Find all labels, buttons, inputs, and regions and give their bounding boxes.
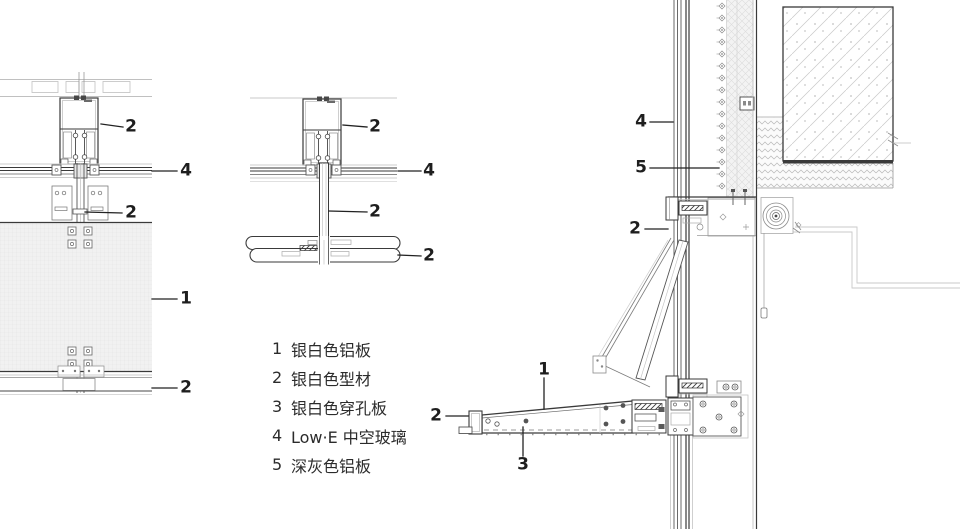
canopy-fin — [458, 394, 749, 439]
callout-mid-member: 2 — [369, 201, 381, 222]
middle-louver-tubes — [245, 235, 401, 265]
insulation-layer — [716, 0, 755, 197]
left-detail-section — [0, 72, 152, 395]
left-mullion-profile — [59, 94, 99, 165]
anchor-symbols — [716, 2, 726, 190]
legend-item-2: 2 银白色型材 — [272, 363, 407, 392]
callout-right-fin-top: 1 — [538, 359, 550, 380]
fin-end-cap — [458, 410, 483, 435]
legend-item-label: 银白色铝板 — [291, 340, 372, 360]
callout-right-dark-panel: 5 — [635, 157, 647, 178]
callout-left-glazing: 4 — [180, 160, 192, 181]
pull-cord — [760, 233, 768, 319]
callout-mid-louver: 2 — [423, 245, 435, 266]
wall-face-line — [752, 0, 758, 529]
legend-item-label: 深灰色铝板 — [291, 456, 372, 476]
callout-right-glass: 4 — [635, 111, 647, 132]
callout-left-profile-top: 2 — [125, 116, 137, 137]
legend-item-1: 1 银白色铝板 — [272, 334, 407, 363]
insulation-tag-box — [739, 96, 755, 111]
callout-left-profile-mid: 2 — [125, 202, 137, 223]
roller-blind-box — [760, 197, 802, 234]
left-aluminum-panel — [0, 221, 152, 373]
callout-right-perforated: 3 — [517, 454, 529, 475]
legend-item-number: 3 — [272, 397, 283, 416]
soffit-lines — [766, 226, 960, 289]
legend-item-number: 4 — [272, 426, 283, 445]
upper-transom-bracket — [665, 189, 756, 237]
legend-item-4: 4 Low·E 中空玻璃 — [272, 421, 407, 450]
left-glazing-transom — [0, 163, 152, 179]
middle-mullion-profile — [302, 95, 342, 166]
left-spandrel-assembly — [0, 365, 152, 395]
callout-right-bracket: 2 — [629, 218, 641, 239]
callout-left-spandrel: 2 — [180, 377, 192, 398]
legend-item-number: 2 — [272, 368, 283, 387]
herringbone-screed — [757, 116, 894, 189]
callout-mid-profile-top: 2 — [369, 116, 381, 137]
mullion-crossing — [667, 397, 694, 436]
legend-item-label: 银白色型材 — [291, 369, 372, 389]
vent-flap — [592, 237, 689, 388]
legend: 1 银白色铝板 2 银白色型材 3 银白色穿孔板 4 Low·E 中空玻璃 5 … — [272, 334, 407, 479]
middle-vertical-fin-member — [319, 162, 329, 241]
anchor-plate — [692, 394, 749, 439]
legend-item-label: Low·E 中空玻璃 — [291, 427, 407, 447]
left-bracket-plates — [51, 185, 109, 221]
callout-left-panel: 1 — [180, 288, 192, 309]
legend-item-3: 3 银白色穿孔板 — [272, 392, 407, 421]
lower-transom-bracket — [665, 375, 742, 399]
left-slab-edge-band — [0, 72, 152, 98]
callout-right-fin-end: 2 — [430, 405, 442, 426]
concrete-slab — [782, 6, 911, 164]
legend-item-number: 5 — [272, 455, 283, 474]
leader-lines — [84, 121, 720, 457]
fin-bracket — [631, 399, 667, 434]
legend-item-label: 银白色穿孔板 — [291, 398, 388, 418]
callout-mid-glazing: 4 — [423, 160, 435, 181]
right-detail-section — [458, 0, 960, 529]
legend-item-5: 5 深灰色铝板 — [272, 450, 407, 479]
legend-item-number: 1 — [272, 339, 283, 358]
